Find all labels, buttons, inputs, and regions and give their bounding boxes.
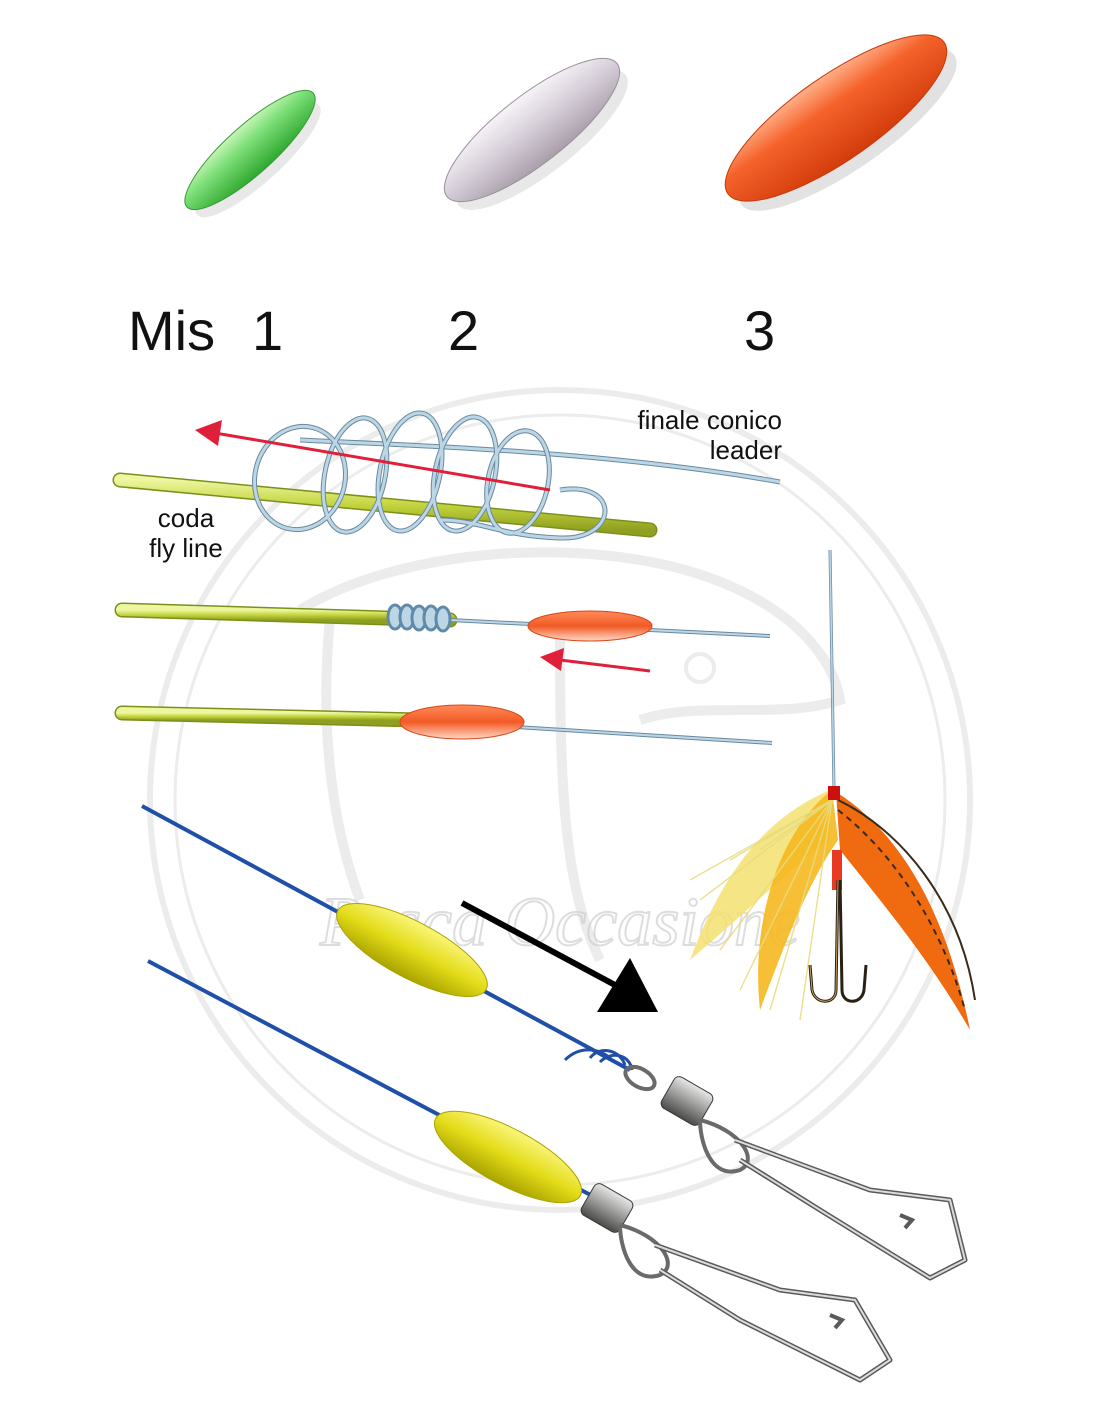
salmon-fly — [689, 786, 976, 1030]
slide-arrowhead — [540, 648, 564, 671]
fly-line-knot-with-bead — [114, 602, 771, 673]
rig-lower — [147, 959, 893, 1383]
direction-arrow-black — [460, 900, 658, 1012]
pull-direction-arrow — [214, 431, 551, 492]
pull-arrowhead — [195, 420, 222, 446]
slide-direction-arrow — [559, 658, 651, 673]
bead-size-3 — [724, 34, 957, 211]
rig-upper — [141, 804, 968, 1281]
size-label-1: 1 — [252, 299, 284, 362]
bead-size-2 — [443, 57, 628, 210]
fly-leader — [828, 549, 836, 791]
leader-label: finale conico leader — [560, 405, 782, 465]
size-label-3: 3 — [744, 299, 776, 362]
bead-size-1 — [184, 89, 321, 218]
flyline-label: coda fly line — [126, 503, 246, 563]
flyline-label-line2: fly line — [149, 533, 223, 563]
fly-line-bead-covering-knot — [114, 704, 773, 745]
size-label-2: 2 — [448, 299, 480, 362]
leader-label-line1: finale conico — [637, 405, 782, 435]
fly-line-knot-diagram — [112, 410, 781, 541]
watermark-logo — [147, 387, 973, 1213]
size-label-prefix: Mis — [128, 299, 216, 362]
flyline-label-line1: coda — [157, 503, 215, 533]
leader-label-line2: leader — [709, 435, 782, 465]
small-orange-bead — [527, 610, 653, 642]
